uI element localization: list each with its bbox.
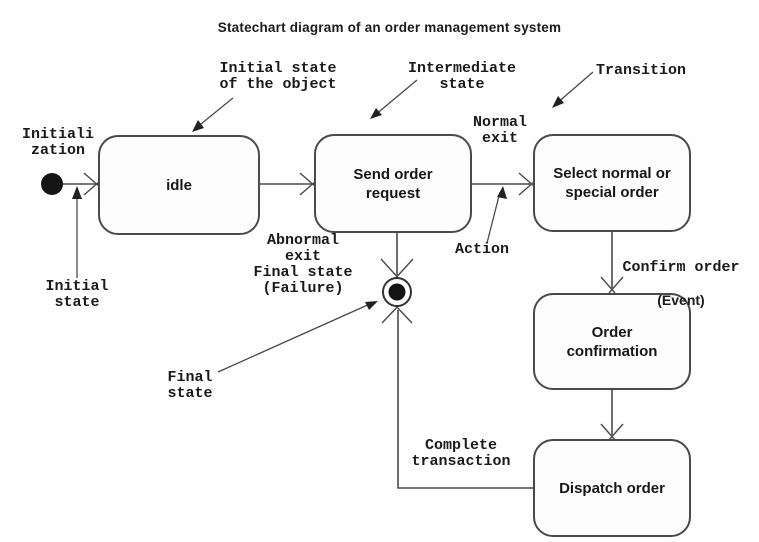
state-dispatch-order: Dispatch order (533, 439, 691, 537)
label-initialization: Initiali zation (21, 126, 94, 159)
diagram-title: Statechart diagram of an order managemen… (217, 20, 562, 35)
state-order-confirmation-label: Order confirmation (566, 323, 658, 360)
label-final-state: Final state (167, 369, 213, 402)
state-idle: idle (98, 135, 260, 235)
arrowhead-into-send (299, 172, 317, 196)
label-transition: Transition (595, 62, 686, 79)
label-complete-transaction: Complete transaction (411, 437, 511, 470)
state-dispatch-order-label: Dispatch order (559, 479, 665, 497)
state-idle-label: idle (166, 176, 192, 194)
callout-intermediate-state-arrow (370, 79, 418, 119)
final-state-dot-icon (388, 283, 406, 301)
label-normal-exit: Normal exit (472, 114, 527, 147)
callout-initial-state-arrow (72, 186, 82, 278)
label-confirm-order-event-sub: (Event) (657, 292, 705, 308)
state-send-order-request-label: Send order request (353, 165, 433, 202)
arrowhead-into-idle (83, 172, 101, 196)
callout-final-state-arrow (217, 301, 378, 373)
arrowhead-into-dispatch (600, 423, 624, 441)
state-select-order: Select normal or special order (533, 134, 691, 232)
label-action: Action (454, 241, 509, 258)
arrowhead-into-select (518, 172, 536, 196)
initial-state-icon (41, 173, 63, 195)
label-confirm-order: Confirm order (622, 259, 740, 276)
arrowhead-into-confirmation (600, 276, 624, 294)
callout-action-arrow (486, 186, 507, 244)
callout-transition-arrow (552, 71, 594, 108)
state-order-confirmation: Order confirmation (533, 293, 691, 390)
transition-dispatch-to-final (397, 310, 533, 489)
callout-initial-state-of-object-arrow (192, 97, 234, 132)
label-initial-state: Initial state (45, 278, 109, 311)
label-confirm-order-event: Confirm order (Event) (600, 244, 759, 324)
label-abnormal-exit-final-state-failure: Abnormal exit Final state (Failure) (253, 232, 353, 297)
label-intermediate-state: Intermediate state (407, 60, 517, 93)
state-send-order-request: Send order request (314, 134, 472, 233)
label-initial-state-of-object: Initial state of the object (219, 60, 337, 93)
state-select-order-label: Select normal or special order (553, 165, 671, 201)
